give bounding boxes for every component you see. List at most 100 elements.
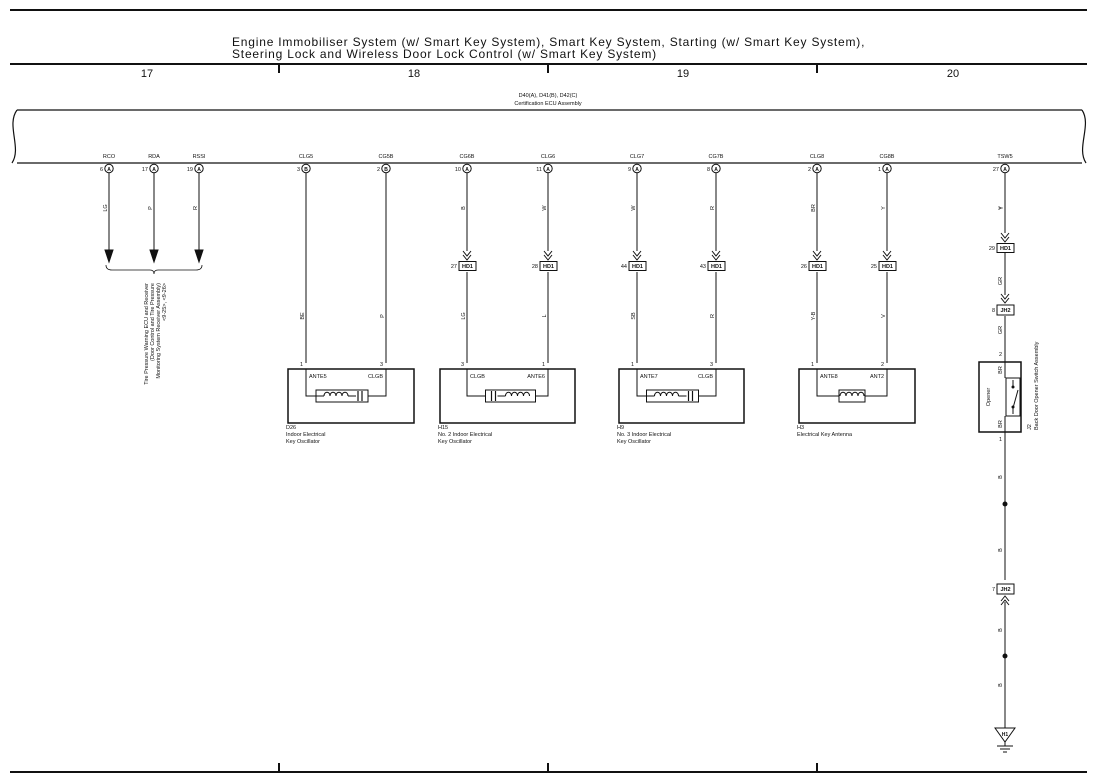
connector-letter: A — [152, 167, 156, 173]
terminal-label: ANTE5 — [309, 374, 327, 380]
inductor-symbol — [323, 391, 349, 397]
pin-number: 1 — [811, 362, 814, 368]
splice-point — [1002, 653, 1008, 659]
wire-color-label: R — [710, 314, 716, 318]
pin-name: TSW5 — [997, 154, 1012, 160]
pin-name: CG6B — [460, 154, 475, 160]
terminal-label: BR — [998, 366, 1004, 374]
terminal-label: ANTE8 — [820, 374, 838, 380]
svg-text:JH2: JH2 — [1000, 587, 1010, 593]
title-line-1: Engine Immobiliser System (w/ Smart Key … — [232, 35, 865, 49]
wire-color-label: BR — [811, 204, 817, 212]
pin-number: 2 — [881, 362, 884, 368]
connector-marker — [104, 163, 114, 174]
connector-pin: 29 — [989, 246, 995, 252]
component-box — [618, 368, 745, 424]
connector-marker — [462, 163, 472, 174]
column-number: 18 — [408, 68, 420, 80]
ecu-box — [11, 109, 1087, 164]
pin-number: 2 — [808, 167, 811, 173]
wire-color-label: R — [193, 206, 199, 210]
wire-color-label: LG — [103, 204, 109, 211]
connector-letter: A — [465, 167, 469, 173]
component-name: Electrical Key Antenna — [797, 432, 853, 438]
inductor-symbol — [839, 391, 865, 397]
column-number: 17 — [141, 68, 153, 80]
pin-name: CLG6 — [541, 154, 555, 160]
terminal-label: BR — [998, 420, 1004, 428]
component-name: No. 2 Indoor Electrical — [438, 432, 492, 438]
component-name: Key Oscillator — [438, 439, 472, 445]
pin-name: CG7B — [709, 154, 724, 160]
wire-color-label: L — [542, 314, 548, 317]
connector-letter: A — [107, 167, 111, 173]
component-code: H15 — [438, 425, 448, 431]
wire-color-label: SB — [631, 312, 637, 320]
svg-text:H1: H1 — [1002, 732, 1009, 738]
pin-name: CLG7 — [630, 154, 644, 160]
upper-wires — [108, 173, 1006, 363]
component-name: Key Oscillator — [286, 439, 320, 445]
pin-number: 27 — [993, 167, 999, 173]
component-code: D26 — [286, 425, 296, 431]
wire-color-label: Y — [999, 206, 1005, 210]
svg-text:JH2: JH2 — [1000, 308, 1010, 314]
terminal-label: CLGB — [470, 374, 485, 380]
pin-name: RDA — [148, 154, 160, 160]
pin-number: 3 — [461, 362, 464, 368]
terminal-label: ANTE6 — [527, 374, 545, 380]
connector-marker — [149, 163, 159, 174]
connector-pin: 28 — [532, 264, 538, 270]
wire-color-label: B — [998, 475, 1004, 479]
wire-color-label: Y — [881, 206, 887, 210]
connector-id: HD1 — [632, 264, 643, 270]
connector-letter: A — [1003, 167, 1007, 173]
connector-marker — [711, 163, 721, 174]
component-box — [439, 368, 576, 424]
pin-name: RSSI — [193, 154, 206, 160]
terminal-label: CLGB — [368, 374, 383, 380]
title-line-2: Steering Lock and Wireless Door Lock Con… — [232, 47, 657, 61]
switch-box — [978, 361, 1022, 433]
connector-id: HD1 — [812, 264, 823, 270]
connector-id: HD1 — [543, 264, 554, 270]
wire-color-label: W — [631, 205, 637, 211]
connector-letter: A — [714, 167, 718, 173]
wire-color-label: BE — [300, 312, 306, 320]
svg-text:J2: J2 — [1027, 424, 1033, 430]
pin-number: 2 — [377, 167, 380, 173]
connector-letter: B — [304, 167, 308, 173]
wire-color-label: B — [998, 683, 1004, 687]
splice-point — [1002, 501, 1008, 507]
wire-color-label: LG — [461, 312, 467, 319]
tpms-brace — [105, 264, 203, 275]
terminal-label: ANT2 — [870, 374, 884, 380]
connector-pin: 25 — [871, 264, 877, 270]
svg-text:7: 7 — [992, 587, 995, 593]
pin-name: CG5B — [379, 154, 394, 160]
connector-letter: A — [815, 167, 819, 173]
wire-color-label: V — [881, 314, 887, 318]
connector-letter: A — [635, 167, 639, 173]
component-name: Indoor Electrical — [286, 432, 325, 438]
ecu-name: Certification ECU Assembly — [514, 101, 581, 107]
